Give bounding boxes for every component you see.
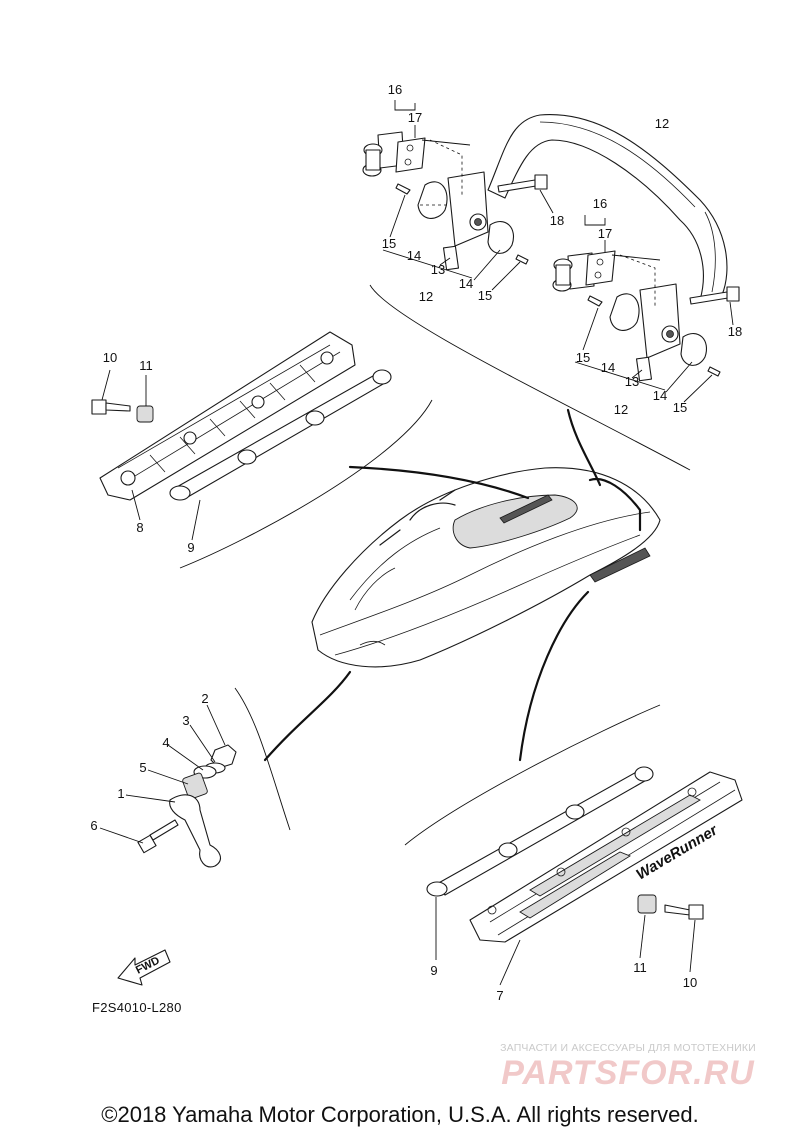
callout-labels: 16 17 12 18 15 14 13 12 14 15 16 17 18 1… bbox=[90, 82, 742, 1003]
callout-label: 5 bbox=[139, 760, 146, 775]
grab-handle-assembly bbox=[362, 100, 740, 471]
tow-hook-assembly bbox=[99, 687, 291, 986]
callout-label: 7 bbox=[496, 988, 503, 1003]
callout-label: 8 bbox=[136, 520, 143, 535]
copyright-notice: ©2018 Yamaha Motor Corporation, U.S.A. A… bbox=[101, 1102, 699, 1127]
callout-label: 15 bbox=[382, 236, 396, 251]
callout-label: 4 bbox=[162, 735, 169, 750]
callout-label: 10 bbox=[103, 350, 117, 365]
watermark-tagline: ЗАПЧАСТИ И АКСЕССУАРЫ ДЛЯ МОТОТЕХНИКИ bbox=[500, 1042, 756, 1054]
callout-label: 10 bbox=[683, 975, 697, 990]
callout-label: 16 bbox=[388, 82, 402, 97]
watermark-logo: PARTSFOR.RU bbox=[501, 1054, 755, 1092]
callout-label: 18 bbox=[550, 213, 564, 228]
callout-label: 2 bbox=[201, 691, 208, 706]
callout-label: 18 bbox=[728, 324, 742, 339]
callout-label: 1 bbox=[117, 786, 124, 801]
callout-label: 11 bbox=[139, 358, 153, 373]
callout-label: 11 bbox=[633, 960, 647, 975]
diagram-reference-code: F2S4010-L280 bbox=[92, 1000, 182, 1015]
callout-label: 14 bbox=[407, 248, 421, 263]
watercraft-illustration bbox=[263, 408, 661, 762]
callout-label: 15 bbox=[673, 400, 687, 415]
callout-label: 13 bbox=[431, 262, 445, 277]
callout-label: 6 bbox=[90, 818, 97, 833]
callout-label: 14 bbox=[459, 276, 473, 291]
callout-label: 15 bbox=[576, 350, 590, 365]
bracket-set-a bbox=[362, 100, 554, 291]
callout-label: 3 bbox=[182, 713, 189, 728]
callout-label: 15 bbox=[478, 288, 492, 303]
callout-label: 9 bbox=[430, 963, 437, 978]
callout-label: 12 bbox=[614, 402, 628, 417]
callout-label: 9 bbox=[187, 540, 194, 555]
callout-label: 16 bbox=[593, 196, 607, 211]
callout-label: 17 bbox=[598, 226, 612, 241]
watermark: ЗАПЧАСТИ И АКСЕССУАРЫ ДЛЯ МОТОТЕХНИКИ PA… bbox=[478, 1042, 778, 1092]
side-step-assembly bbox=[404, 704, 743, 986]
callout-label: 12 bbox=[655, 116, 669, 131]
callout-label: 12 bbox=[419, 289, 433, 304]
callout-label: 14 bbox=[601, 360, 615, 375]
rear-grip-assembly bbox=[91, 331, 433, 569]
bracket-set-b bbox=[552, 215, 740, 403]
callout-label: 17 bbox=[408, 110, 422, 125]
callout-label: 14 bbox=[653, 388, 667, 403]
callout-label: 13 bbox=[625, 374, 639, 389]
